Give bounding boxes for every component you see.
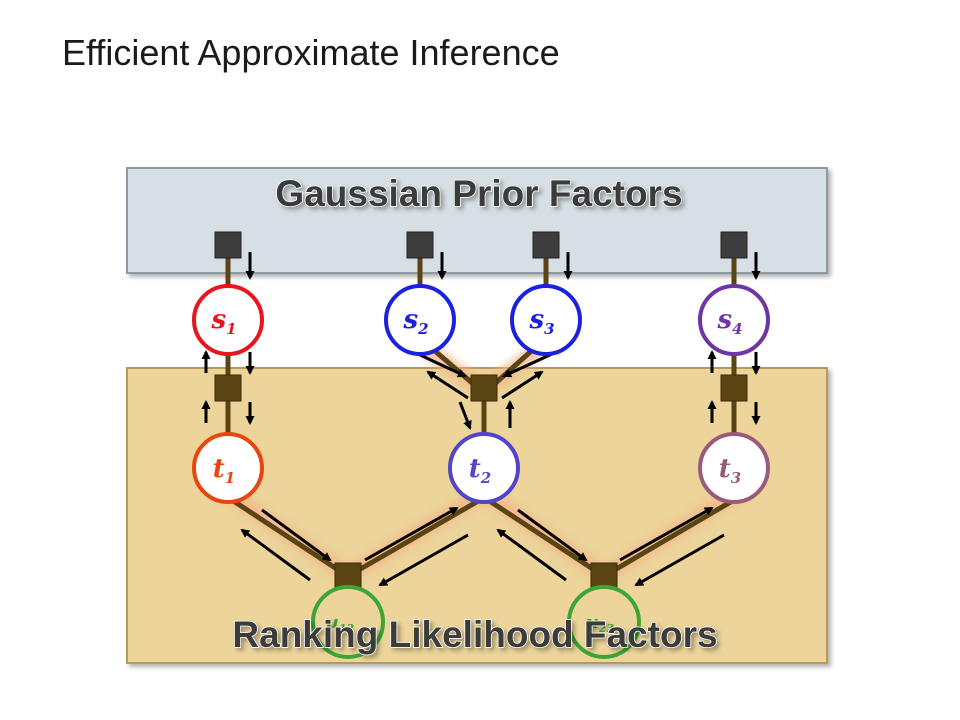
diff-label-12: u12 [326, 612, 355, 635]
edge-layer [225, 245, 737, 595]
prior-panel [126, 167, 828, 274]
diff-factor-12 [334, 562, 362, 590]
perf-label-1: t1 [213, 454, 235, 487]
perf-factor-2 [470, 374, 498, 402]
prior-factor-4 [720, 231, 748, 259]
skill-label-4: s4 [716, 305, 742, 338]
perf-factor-squares [214, 374, 748, 590]
perf-node-3 [698, 432, 770, 504]
perf-node-1 [192, 432, 264, 504]
skill-node-3 [510, 284, 582, 356]
perf-node-2 [448, 432, 520, 504]
skill-label-3: s3 [528, 305, 554, 338]
diff-factor-23 [590, 562, 618, 590]
prior-panel-title: Gaussian Prior Factors [275, 173, 682, 214]
skill-node-2 [384, 284, 456, 356]
prior-factor-2 [406, 231, 434, 259]
slide-title: Efficient Approximate Inference [62, 32, 560, 73]
diff-node-23 [567, 585, 641, 659]
difference-nodes: u12 u23 [311, 585, 641, 659]
performance-nodes: t1 t2 t3 [192, 432, 770, 504]
diff-node-12 [311, 585, 385, 659]
message-arrows [201, 252, 761, 587]
perf-label-3: t3 [719, 454, 741, 487]
skill-nodes: s1 s2 s3 s4 [192, 284, 770, 356]
skill-label-1: s1 [210, 305, 236, 338]
skill-node-1 [192, 284, 264, 356]
skill-node-4 [698, 284, 770, 356]
diff-label-23: u23 [586, 612, 615, 635]
prior-factor-3 [532, 231, 560, 259]
skill-label-2: s2 [402, 305, 428, 338]
perf-factor-3 [720, 374, 748, 402]
perf-factor-1 [214, 374, 242, 402]
prior-factor-1 [214, 231, 242, 259]
perf-label-2: t2 [469, 454, 491, 487]
factor-squares [214, 231, 748, 259]
likelihood-panel-title: Ranking Likelihood Factors [232, 614, 717, 655]
